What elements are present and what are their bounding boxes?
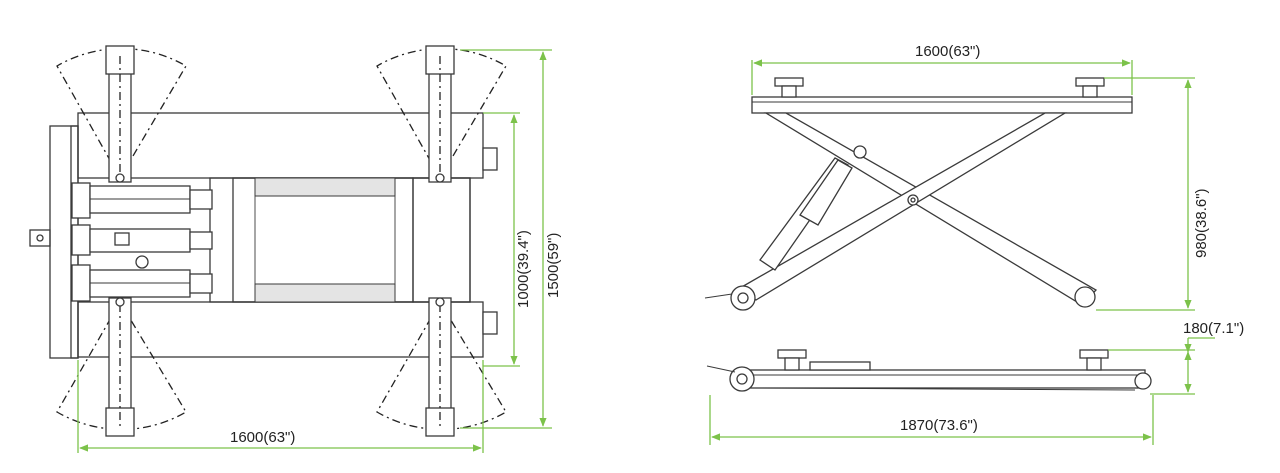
top-view-upper-cover [254,177,396,197]
top-view-center-frame [209,177,471,303]
lowered-pad-left [777,349,807,359]
lowered-platform [739,369,1146,389]
scissor-arms [730,112,1098,311]
hydraulic-cylinders [71,182,213,302]
roller-right-top [482,147,498,171]
top-view-center-box [232,177,414,303]
top-view-lower-cover [254,283,396,303]
side-view-platform [751,96,1133,114]
pad-right [1075,77,1105,87]
control-panel-mount [29,229,51,247]
top-outer-length-label: 1500(59") [545,233,562,298]
lift-arms [105,45,455,437]
top-width-label: 1600(63") [230,429,295,446]
side-width-label: 1600(63") [915,43,980,60]
lowered-height-label: 180(7.1") [1183,320,1244,337]
lowered-view: 180(7.1") 1870(73.6") [706,320,1244,445]
top-view-rear-platform [77,301,484,358]
pad-left [774,77,804,87]
side-view: 1600(63") 980(38.6") [704,43,1210,311]
side-height-label: 980(38.6") [1193,188,1210,258]
top-view: 1600(63") 1000(39.4") 1500(59") [29,45,562,453]
lowered-length-label: 1870(73.6") [900,417,978,434]
top-inner-length-label: 1000(39.4") [515,230,532,308]
lowered-pad-right [1079,349,1109,359]
arm-swing-sectors [56,47,507,431]
side-cylinder [704,145,867,299]
roller-right-bottom [482,311,498,335]
top-view-dimensions [77,49,552,453]
